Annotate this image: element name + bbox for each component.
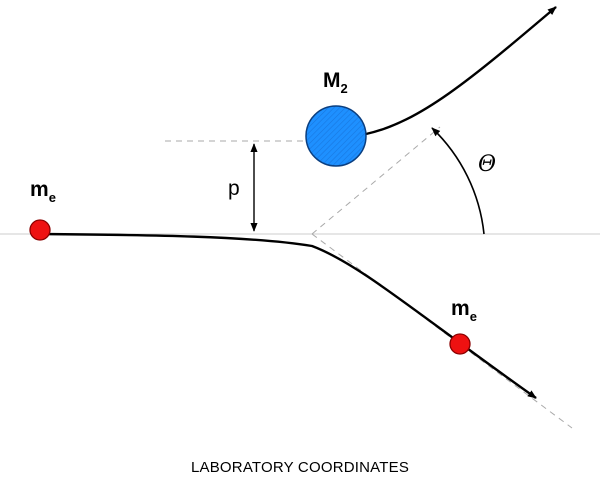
impact-parameter-label: p [228, 177, 240, 200]
electron-trajectory [39, 232, 537, 399]
heavy-particle-label: M2 [323, 69, 348, 96]
heavy-particle-circle [305, 105, 367, 167]
guide-line-upper [311, 126, 441, 235]
heavy-particle-trajectory [365, 6, 557, 136]
scattering-angle-arc [431, 127, 485, 235]
electron-incoming-circle [29, 219, 51, 241]
scattering-angle-label: Θ [478, 152, 496, 177]
electron-outgoing-circle [449, 333, 471, 355]
electron-outgoing-label: me [451, 297, 477, 324]
electron-incoming-label: me [30, 178, 56, 205]
diagram-caption: LABORATORY COORDINATES [191, 459, 409, 476]
